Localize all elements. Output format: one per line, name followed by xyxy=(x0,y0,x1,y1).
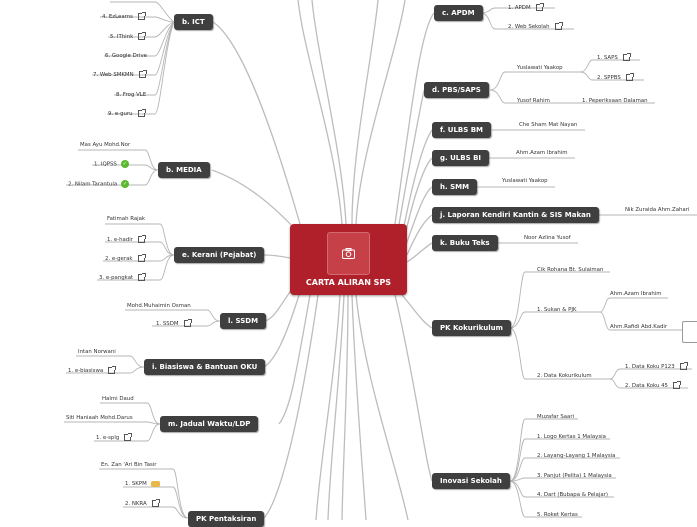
branch-biasiswa[interactable]: i. Biasiswa & Bantuan OKU xyxy=(144,359,266,375)
leaf-person: Halmi Daud xyxy=(102,396,134,402)
leaf-saps[interactable]: 1. SAPS xyxy=(597,53,631,62)
leaf-skpm[interactable]: 1. SKPM xyxy=(125,480,160,488)
leaf-person: Yusof Rahim xyxy=(517,98,550,104)
leaf-person: Yuslawati Yaakop xyxy=(517,65,563,71)
branch-jadual[interactable]: m. Jadual Waktu/LDP xyxy=(160,416,259,432)
leaf-web-smkmn[interactable]: 7. Web SMKMN xyxy=(93,70,147,79)
external-link-icon[interactable] xyxy=(137,254,146,262)
branch-apdm[interactable]: c. APDM xyxy=(434,5,483,21)
leaf-person: En. Zan 'Ari Bin Tasir xyxy=(101,462,157,468)
leaf-person: Muzafar Saari xyxy=(537,414,575,420)
external-link-icon[interactable] xyxy=(137,12,146,20)
leaf-person: Noor Azlina Yusof xyxy=(524,235,571,241)
external-link-icon[interactable] xyxy=(625,73,634,81)
leaf-person: Cik Rohana Bt. Sulaiman xyxy=(537,267,604,273)
external-link-icon[interactable] xyxy=(138,273,147,281)
leaf-person: Ahm.Rafidi Abd.Kadir xyxy=(610,324,668,330)
branch-buku-teks[interactable]: k. Buku Teks xyxy=(432,235,498,251)
leaf-peperiksaan[interactable]: 1. Peperiksaan Dalaman xyxy=(582,98,648,104)
leaf-data-kokurikulum[interactable]: 2. Data Kokurikulum xyxy=(537,373,592,379)
external-link-icon[interactable] xyxy=(622,53,631,61)
branch-smm[interactable]: h. SMM xyxy=(432,179,478,195)
leaf-person: Mas Ayu Mohd.Nor xyxy=(80,142,131,148)
external-link-icon[interactable] xyxy=(535,3,544,11)
leaf-person: Yuslawati Yaakop xyxy=(502,178,548,184)
branch-ulbs-bm[interactable]: f. ULBS BM xyxy=(432,122,492,138)
leaf-dart[interactable]: 4. Dart (Bubapa & Pelajar) xyxy=(537,492,608,498)
leaf-iqpss[interactable]: 1. IQPSS✓ xyxy=(94,160,129,168)
leaf-e-biasiswa[interactable]: 1. e-biasiswa xyxy=(68,366,117,375)
leaf-nkra[interactable]: 2. NKRA xyxy=(125,499,160,508)
external-link-icon[interactable] xyxy=(138,32,147,40)
leaf-ezlearns[interactable]: 4. EzLearns xyxy=(102,12,146,21)
branch-kokurikulum[interactable]: PK Kokurikulum xyxy=(432,320,511,336)
branch-ssdm[interactable]: l. SSDM xyxy=(220,313,267,329)
leaf-person: Che Sham Mat Nayan xyxy=(519,122,578,128)
external-link-icon[interactable] xyxy=(108,366,117,374)
leaf-frog-vle[interactable]: 8. Frog VLE xyxy=(116,92,147,98)
leaf-web-sekolah[interactable]: 2. Web Sekolah xyxy=(508,22,563,31)
leaf-e-splg[interactable]: 1. e-splg xyxy=(96,433,133,442)
leaf-data-koku-p123[interactable]: 1. Data Koku P123 xyxy=(625,362,688,371)
leaf-sppbs[interactable]: 2. SPPBS xyxy=(597,73,634,82)
topic-image-placeholder xyxy=(327,232,370,275)
external-link-icon[interactable] xyxy=(124,433,133,441)
leaf-ithink[interactable]: 5. IThink xyxy=(110,32,147,41)
external-link-icon[interactable] xyxy=(138,70,147,78)
external-link-icon[interactable] xyxy=(679,362,688,370)
branch-pbs[interactable]: d. PBS/SAPS xyxy=(424,82,489,98)
external-link-icon[interactable] xyxy=(554,22,563,30)
leaf-person: Mohd.Muhaimin Osman xyxy=(127,303,191,309)
leaf-roket-kertas[interactable]: 5. Roket Kertas xyxy=(537,512,578,518)
central-topic[interactable]: CARTA ALIRAN SPS xyxy=(290,224,407,295)
external-link-icon[interactable] xyxy=(183,319,192,327)
leaf-e-hadir[interactable]: 1. e-hadir xyxy=(107,235,146,244)
leaf-layang-layang[interactable]: 2. Layang-Layang 1 Malaysia xyxy=(537,453,616,459)
leaf-person: Ahm.Azam Ibrahim xyxy=(516,150,568,156)
collapsed-node-box[interactable] xyxy=(682,321,697,343)
leaf-panjut[interactable]: 3. Panjut (Pelita) 1 Malaysia xyxy=(537,473,612,479)
leaf-e-gerak[interactable]: 2. e-gerak xyxy=(105,254,146,263)
external-link-icon[interactable] xyxy=(137,109,146,117)
branch-inovasi[interactable]: Inovasi Sekolah xyxy=(432,473,510,489)
branch-pentaksiran[interactable]: PK Pentaksiran xyxy=(188,511,265,527)
branch-media[interactable]: b. MEDIA xyxy=(158,162,210,178)
leaf-e-guru[interactable]: 9. e-guru xyxy=(108,109,146,118)
image-icon xyxy=(150,480,160,487)
leaf-apdm[interactable]: 1. APDM xyxy=(508,3,544,12)
leaf-nilam[interactable]: 2. Nilam Tarantula✓ xyxy=(68,180,130,188)
camera-icon xyxy=(342,248,355,259)
check-icon: ✓ xyxy=(121,180,130,188)
central-title: CARTA ALIRAN SPS xyxy=(305,278,392,287)
branch-laporan[interactable]: j. Laporan Kendiri Kantin & SIS Makan xyxy=(432,207,599,223)
leaf-ssdm[interactable]: 1. SSDM xyxy=(156,319,192,328)
leaf-person: Ahm.Azam Ibrahim xyxy=(610,291,662,297)
external-link-icon[interactable] xyxy=(137,235,146,243)
leaf-person: Fatimah Rajak xyxy=(107,216,146,222)
leaf-e-pangkat[interactable]: 3. e-pangkat xyxy=(99,273,147,282)
leaf-google-drive[interactable]: 6. Google Drive xyxy=(105,53,147,59)
leaf-person: Intan Norwani xyxy=(78,349,116,355)
check-icon: ✓ xyxy=(120,160,129,168)
leaf-person: Siti Haniaah Mohd.Darus xyxy=(66,415,133,421)
external-link-icon[interactable] xyxy=(151,499,160,507)
leaf-data-koku-45[interactable]: 2. Data Koku 45 xyxy=(625,381,681,390)
branch-ulbs-bi[interactable]: g. ULBS BI xyxy=(432,150,490,166)
branch-kerani[interactable]: e. Kerani (Pejabat) xyxy=(174,247,265,263)
leaf-person: Nik Zuraida Ahm.Zahari xyxy=(625,207,690,213)
leaf-sukan-pjk[interactable]: 1. Sukan & PJK xyxy=(537,307,577,313)
leaf-logo-kertas[interactable]: 1. Logo Kertas 1 Malaysia xyxy=(537,434,606,440)
external-link-icon[interactable] xyxy=(672,381,681,389)
branch-ict[interactable]: b. ICT xyxy=(174,14,213,30)
